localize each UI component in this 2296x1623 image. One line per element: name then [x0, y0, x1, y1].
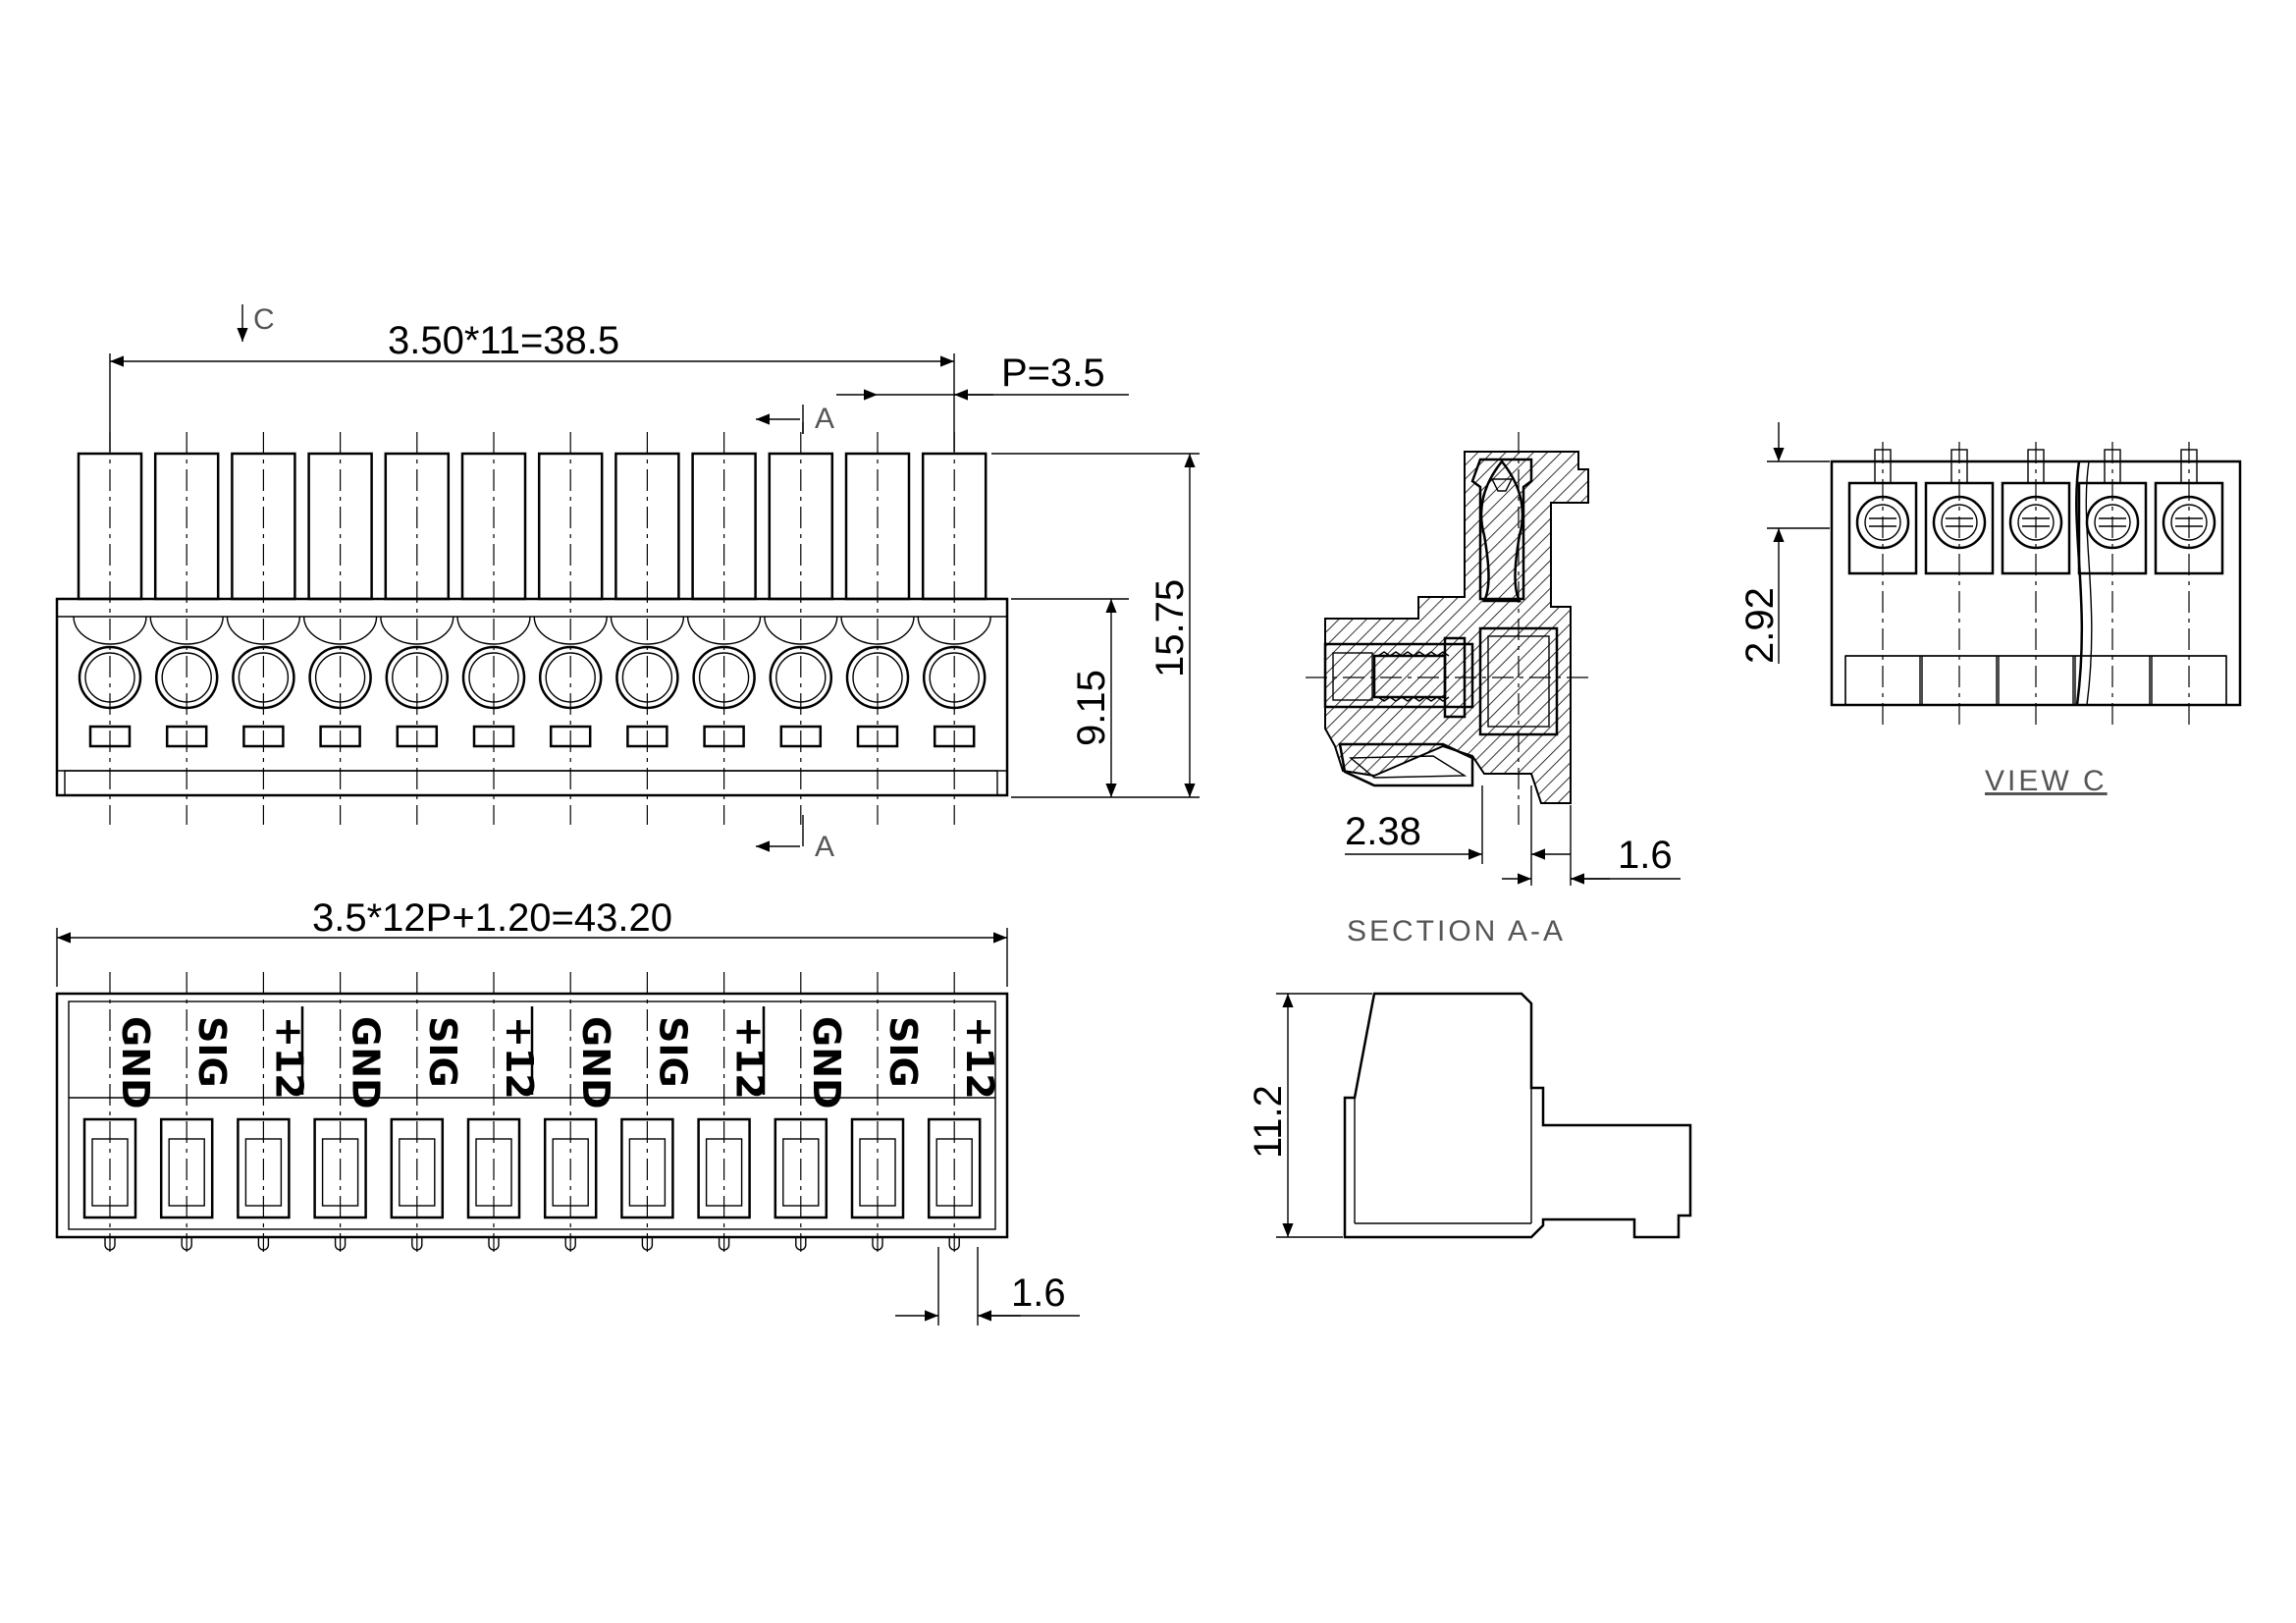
pin-label: SIG: [190, 1016, 234, 1088]
pin-tip: [104, 1237, 116, 1251]
terminal-screw-inner: [2170, 504, 2208, 541]
terminal-base: [1921, 655, 1998, 706]
pin-tip: [872, 1237, 883, 1251]
view-c-title: VIEW C: [1985, 765, 2108, 797]
pin-tip: [795, 1237, 807, 1251]
hole-arch: [610, 616, 685, 645]
terminal-screw-inner: [2017, 504, 2055, 541]
hole-arch: [380, 616, 454, 645]
pin-tips: [104, 1237, 960, 1251]
pin-labels: GND SIG +12 GND SIG +12 GND SIG +12 GND SIG +12: [114, 1016, 1001, 1109]
pin-tip: [334, 1237, 347, 1251]
dim-side-height: 11.2: [1247, 1085, 1290, 1159]
hole-arch: [302, 616, 378, 645]
dim-overall-length: 3.5*12P+1.20=43.20: [312, 896, 672, 940]
section-marker-top: A: [815, 403, 837, 435]
pin-label: +12: [728, 1016, 772, 1100]
dim-section-left: 2.38: [1345, 810, 1421, 853]
view-c: 2.92 VIEW C: [1738, 422, 2242, 797]
dim-pitch-total: 3.50*11=38.5: [388, 319, 619, 362]
pin-centerlines: [109, 432, 955, 825]
pin-tip: [641, 1237, 654, 1251]
wire-sockets: [82, 972, 982, 1252]
section-marker-bottom: A: [815, 831, 837, 863]
terminal-base: [1998, 655, 2074, 706]
dim-pitch: P=3.5: [1001, 352, 1105, 395]
pin-label: SIG: [881, 1016, 925, 1088]
pin-label: GND: [805, 1016, 848, 1109]
terminal-base: [1844, 655, 1921, 706]
hole-arch: [840, 616, 915, 645]
pin-tip: [948, 1237, 960, 1251]
dim-view-c: 2.92: [1738, 587, 1782, 664]
pin-label: SIG: [651, 1016, 694, 1088]
pin-label: SIG: [421, 1016, 464, 1088]
dim-pin-offset: 1.6: [1011, 1271, 1066, 1315]
test-slots: [88, 725, 976, 748]
hole-arch: [456, 616, 531, 645]
hole-arch: [149, 616, 224, 645]
pin-tip: [488, 1237, 500, 1251]
terminal-base: [2151, 655, 2227, 706]
screw-holes: [73, 616, 991, 710]
pin-label: +12: [267, 1016, 310, 1100]
section-title: SECTION A-A: [1347, 915, 1566, 947]
hole-arch: [764, 616, 838, 645]
hole-arch: [686, 616, 762, 645]
terminal-screw-inner: [1864, 504, 1901, 541]
hole-arch: [73, 616, 147, 645]
pin-label: GND: [114, 1016, 157, 1109]
dim-height-total: 15.75: [1148, 579, 1192, 677]
terminal-screw-inner: [2094, 504, 2131, 541]
side-view: 11.2: [1247, 992, 1692, 1239]
pin-label: +12: [498, 1016, 541, 1100]
wire-entry-towers: [77, 452, 988, 601]
pin-label: +12: [958, 1016, 1001, 1100]
dim-height-body: 9.15: [1070, 670, 1113, 746]
hole-arch: [917, 616, 991, 645]
pin-tip: [181, 1237, 192, 1251]
pin-tip: [564, 1237, 576, 1251]
hole-arch: [226, 616, 301, 645]
terminal-base: [2074, 655, 2151, 706]
bottom-view: GND SIG +12 GND SIG +12 GND SIG +12 GND SIG +12 3.5…: [55, 896, 1080, 1325]
section-a-a: 2.38 1.6 SECTION A-A: [1306, 432, 1681, 947]
pin-tip: [718, 1237, 730, 1251]
front-view: 3.50*11=38.5 P=3.5 C A A 15.75 9.15: [55, 303, 1200, 863]
terminal-screw-inner: [1941, 504, 1978, 541]
view-marker-c: C: [253, 303, 278, 336]
pin-tip: [411, 1237, 423, 1251]
terminal-screws: [1844, 442, 2227, 727]
dim-section-right: 1.6: [1618, 834, 1673, 877]
pin-label: GND: [574, 1016, 617, 1109]
pin-label: GND: [345, 1016, 388, 1109]
pin-tip: [257, 1237, 270, 1251]
hole-arch: [533, 616, 608, 645]
